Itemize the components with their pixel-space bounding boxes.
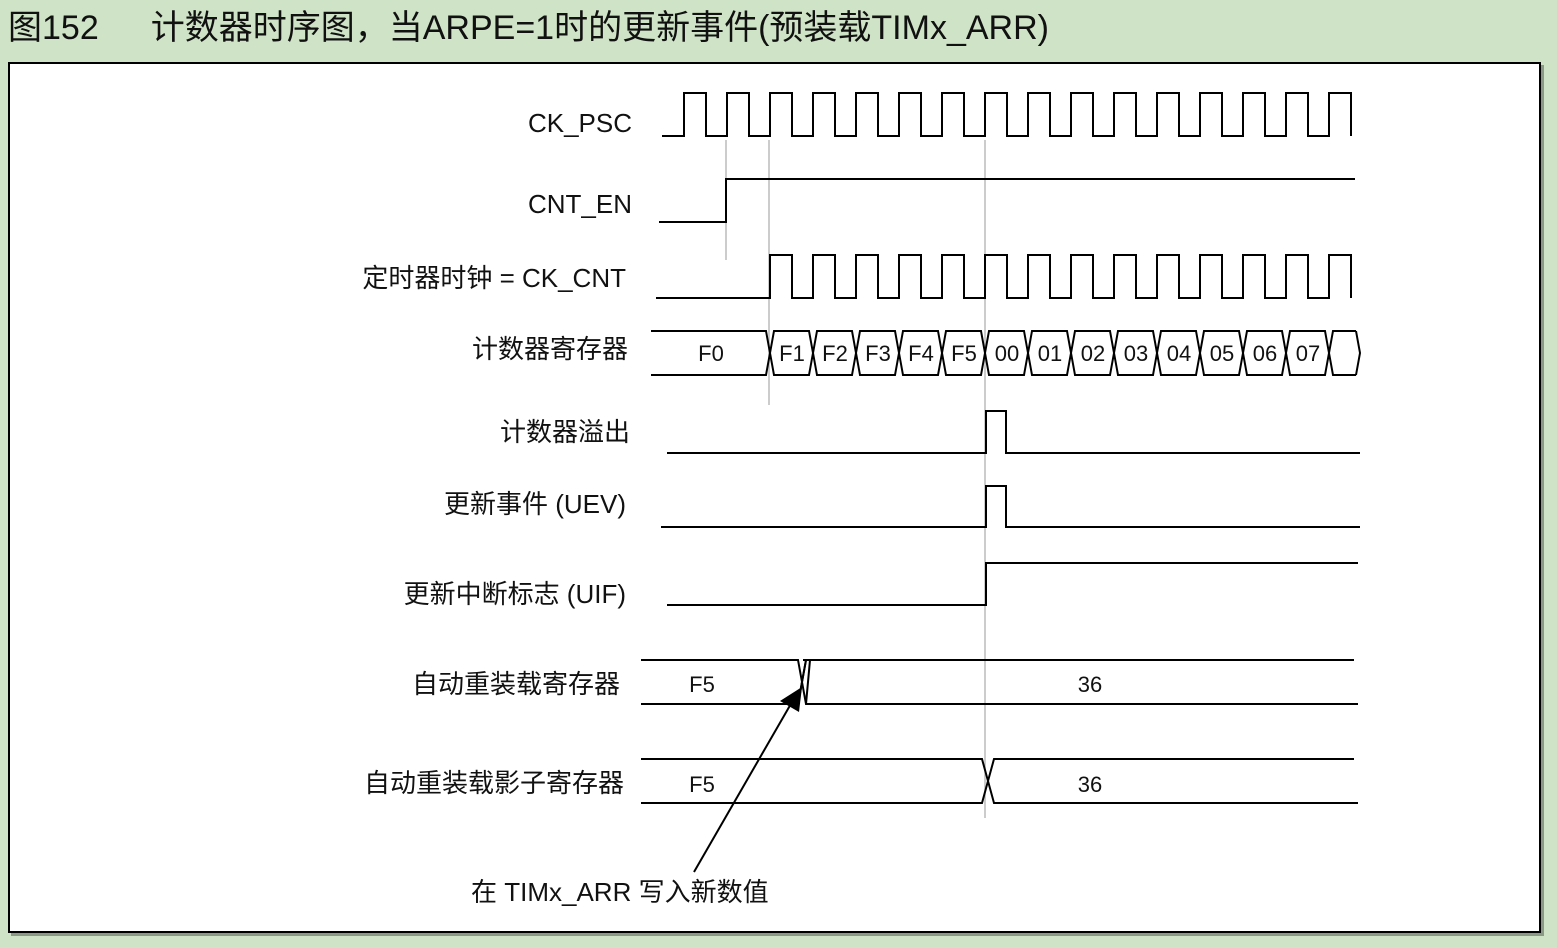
counter-value: F3 — [865, 341, 891, 366]
counter-value: 06 — [1253, 341, 1277, 366]
label-counter-register: 计数器寄存器 — [472, 334, 628, 364]
ck-cnt-waveform — [656, 254, 1352, 299]
counter-bus-outline — [651, 330, 1362, 376]
timing-diagram-frame — [8, 62, 1541, 933]
label-auto-reload-shadow-register: 自动重装载影子寄存器 — [364, 768, 624, 798]
shadow-value: 36 — [1078, 772, 1102, 797]
label-auto-reload-register: 自动重装载寄存器 — [412, 669, 620, 699]
label-cnt-en: CNT_EN — [528, 189, 632, 219]
counter-value: F4 — [908, 341, 934, 366]
counter-value: 04 — [1167, 341, 1191, 366]
counter-value: 05 — [1210, 341, 1234, 366]
counter-value: 01 — [1038, 341, 1062, 366]
counter-register-bus: F0 F1 F2 F3 F4 F5 00 01 02 03 04 05 06 0… — [651, 330, 1362, 376]
label-ck-psc: CK_PSC — [528, 108, 632, 138]
annotation-text: 在 TIMx_ARR 写入新数值 — [471, 877, 769, 907]
auto-reload-shadow-register-bus: F5 36 — [641, 758, 1358, 804]
ck-psc-waveform — [662, 92, 1352, 137]
label-update-interrupt-flag: 更新中断标志 (UIF) — [404, 579, 626, 609]
figure-number: 图152 — [8, 9, 99, 47]
shadow-value: F5 — [689, 772, 715, 797]
figure-caption: 图152 计数器时序图，当ARPE=1时的更新事件(预装载TIMx_ARR) — [8, 4, 1049, 52]
update-event-waveform — [661, 485, 1360, 528]
figure-title: 计数器时序图，当ARPE=1时的更新事件(预装载TIMx_ARR) — [150, 9, 1049, 47]
auto-reload-bus-outline — [641, 659, 1358, 705]
label-timer-clock: 定时器时钟 = CK_CNT — [362, 263, 626, 293]
counter-value: 07 — [1296, 341, 1320, 366]
counter-value: F2 — [822, 341, 848, 366]
cnt-en-waveform — [659, 178, 1355, 223]
annotation-arrow-head — [780, 687, 802, 712]
counter-value: 00 — [995, 341, 1019, 366]
counter-value: F0 — [698, 341, 724, 366]
counter-overflow-waveform — [667, 410, 1360, 454]
auto-reload-value: F5 — [689, 672, 715, 697]
counter-value: 02 — [1081, 341, 1105, 366]
annotation-arrow-line — [693, 701, 793, 873]
update-interrupt-flag-waveform — [667, 562, 1358, 606]
label-update-event: 更新事件 (UEV) — [444, 489, 626, 519]
counter-value: 03 — [1124, 341, 1148, 366]
counter-value: F5 — [951, 341, 977, 366]
shadow-bus-outline — [641, 758, 1358, 804]
auto-reload-value: 36 — [1078, 672, 1102, 697]
counter-value: F1 — [779, 341, 805, 366]
auto-reload-register-bus: F5 36 — [641, 659, 1358, 705]
label-counter-overflow: 计数器溢出 — [500, 417, 630, 447]
